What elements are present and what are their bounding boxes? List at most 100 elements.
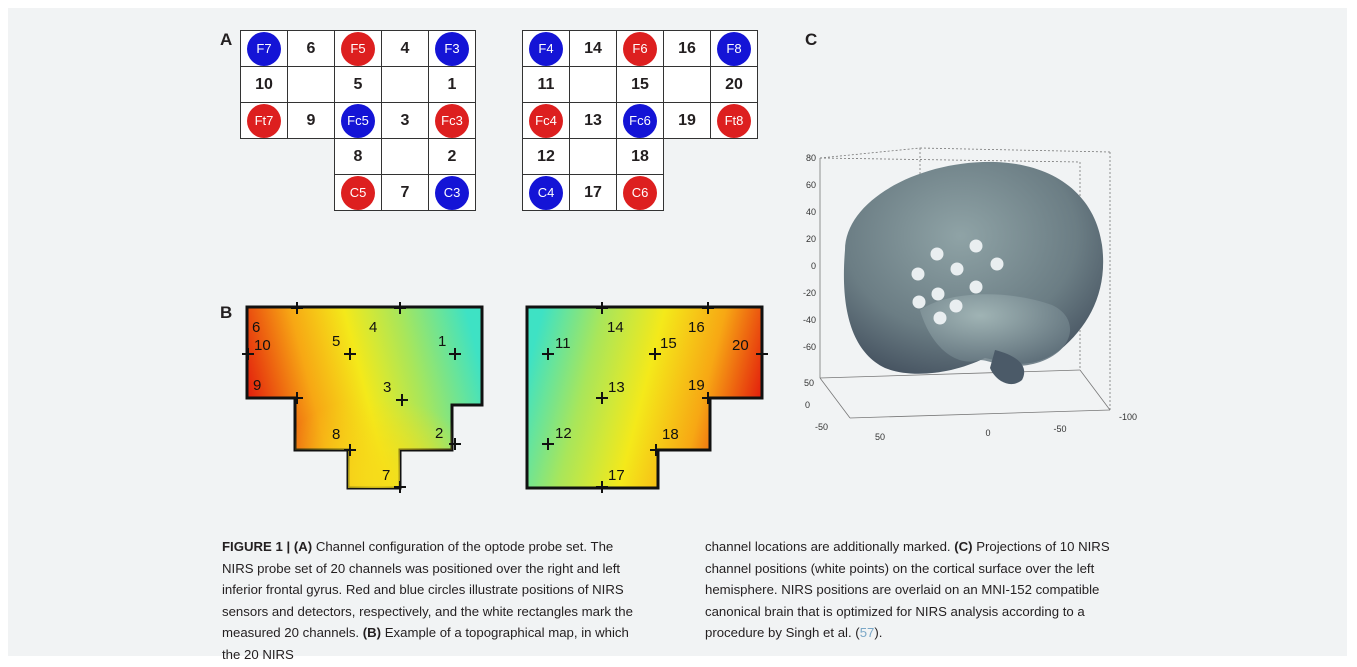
detector-circle: F3 xyxy=(435,31,469,66)
channel-label: 4 xyxy=(369,319,377,336)
optode-cell: F4 xyxy=(522,30,570,67)
axis-tick-label: 50 xyxy=(875,432,885,442)
channel-cell: 20 xyxy=(710,66,758,103)
channel-cell: 7 xyxy=(381,174,429,211)
grid-empty xyxy=(664,139,711,175)
blank-cell xyxy=(663,66,711,103)
axis-tick-label: -50 xyxy=(1053,424,1066,434)
optode-cell: Fc4 xyxy=(522,102,570,139)
grid-empty xyxy=(664,175,711,211)
channel-label: 17 xyxy=(608,467,625,484)
sensor-circle: C5 xyxy=(341,175,375,210)
axis-tick-label: 20 xyxy=(806,234,816,244)
nirs-points xyxy=(911,239,1004,325)
optode-cell: F3 xyxy=(428,30,476,67)
optode-cell: Fc6 xyxy=(616,102,664,139)
detector-circle: Fc5 xyxy=(341,103,375,138)
channel-cell: 1 xyxy=(428,66,476,103)
channel-label: 15 xyxy=(660,335,677,352)
axis-tick-label: -50 xyxy=(815,422,828,432)
channel-label: 9 xyxy=(253,377,261,394)
channel-cell: 10 xyxy=(240,66,288,103)
channel-label: 10 xyxy=(254,337,271,354)
optode-cell: Ft7 xyxy=(240,102,288,139)
sensor-circle: F6 xyxy=(623,31,657,66)
optode-cell: Ft8 xyxy=(710,102,758,139)
optode-cell: F5 xyxy=(334,30,382,67)
detector-circle: F8 xyxy=(717,31,751,66)
channel-label: 13 xyxy=(608,379,625,396)
optode-cell: C4 xyxy=(522,174,570,211)
sensor-circle: C6 xyxy=(623,175,657,210)
channel-label: 6 xyxy=(252,319,260,336)
blank-cell xyxy=(381,66,429,103)
channel-label: 8 xyxy=(332,426,340,443)
axis-tick-label: 0 xyxy=(811,261,816,271)
caption-left: FIGURE 1 | (A) Channel configuration of … xyxy=(222,539,633,662)
channel-cell: 16 xyxy=(663,30,711,67)
channel-cell: 3 xyxy=(381,102,429,139)
blank-cell xyxy=(569,138,617,175)
channel-cell: 8 xyxy=(334,138,382,175)
sensor-circle: Fc3 xyxy=(435,103,469,138)
optode-cell: C6 xyxy=(616,174,664,211)
channel-cell: 19 xyxy=(663,102,711,139)
axis-tick-label: -20 xyxy=(803,288,816,298)
axis-tick-label: -60 xyxy=(803,342,816,352)
channel-cell: 11 xyxy=(522,66,570,103)
axis-tick-label: -100 xyxy=(1119,412,1137,422)
optode-cell: Fc3 xyxy=(428,102,476,139)
grid-row: 10 5 1 xyxy=(240,66,476,103)
channel-cell: 14 xyxy=(569,30,617,67)
grid-empty xyxy=(241,175,288,211)
optode-cell: C3 xyxy=(428,174,476,211)
caption-right: channel locations are additionally marke… xyxy=(705,539,1110,640)
optode-cell: F8 xyxy=(710,30,758,67)
channel-label: 11 xyxy=(555,335,571,352)
grid-empty xyxy=(288,139,335,175)
channel-label: 12 xyxy=(555,425,572,442)
optode-cell: F6 xyxy=(616,30,664,67)
panel-label-a: A xyxy=(220,30,233,49)
optode-cell: Fc5 xyxy=(334,102,382,139)
channel-cell: 13 xyxy=(569,102,617,139)
detector-circle: F4 xyxy=(529,31,563,66)
axis-tick-label: -40 xyxy=(803,315,816,325)
caption-figure-label: FIGURE 1 | (A) xyxy=(222,539,313,554)
blank-cell xyxy=(287,66,335,103)
grid-empty xyxy=(711,175,758,211)
reference-link[interactable]: 57 xyxy=(859,625,875,640)
channel-cell: 5 xyxy=(334,66,382,103)
detector-circle: C4 xyxy=(529,175,563,210)
channel-cell: 17 xyxy=(569,174,617,211)
channel-label: 2 xyxy=(435,425,443,442)
channel-label: 18 xyxy=(662,426,679,443)
channel-label: 3 xyxy=(383,379,391,396)
grid-empty xyxy=(241,139,288,175)
blank-cell xyxy=(381,138,429,175)
grid-empty xyxy=(711,139,758,175)
detector-circle: C3 xyxy=(435,175,469,210)
axis-tick-label: 80 xyxy=(806,153,816,163)
topomap-right-surface xyxy=(525,305,764,490)
axis-tick-label: 40 xyxy=(806,207,816,217)
channel-cell: 4 xyxy=(381,30,429,67)
detector-circle: F7 xyxy=(247,31,281,66)
panel-label-c: C xyxy=(805,30,818,49)
channel-cell: 12 xyxy=(522,138,570,175)
channel-label: 20 xyxy=(732,337,749,354)
channel-cell: 2 xyxy=(428,138,476,175)
sensor-circle: F5 xyxy=(341,31,375,66)
channel-label: 16 xyxy=(688,319,705,336)
axis-tick-label: 0 xyxy=(985,428,990,438)
grid-empty xyxy=(288,175,335,211)
